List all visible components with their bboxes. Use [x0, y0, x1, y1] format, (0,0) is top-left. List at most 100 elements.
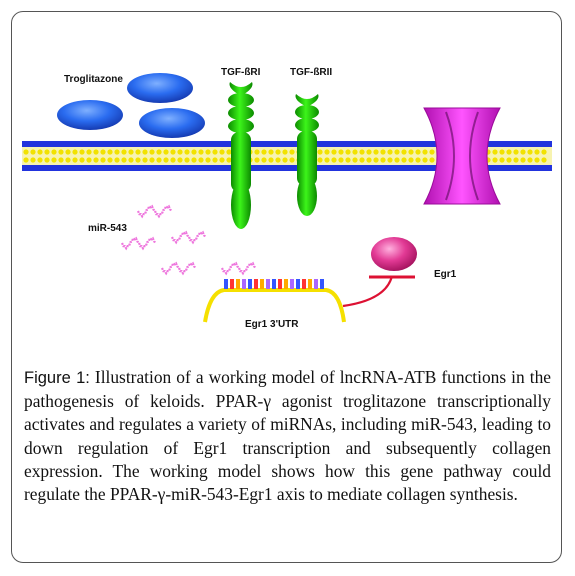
lipid-head — [422, 157, 428, 163]
lipid-head — [107, 157, 113, 163]
lipid-head — [282, 149, 288, 155]
lipid-head — [275, 149, 281, 155]
lipid-head — [261, 149, 267, 155]
channel-pore-left — [445, 111, 455, 201]
utr-base — [320, 279, 324, 289]
mir543-strand — [160, 261, 197, 276]
utr-base — [236, 279, 240, 289]
lipid-head — [135, 157, 141, 163]
utr-base — [302, 279, 306, 289]
lipid-head — [520, 149, 526, 155]
utr-base — [308, 279, 312, 289]
lipid-head — [254, 157, 260, 163]
lipid-head — [373, 157, 379, 163]
lipid-head — [23, 157, 29, 163]
membrane-top-layer — [22, 141, 552, 147]
lipid-head — [366, 157, 372, 163]
receptor-1-segment — [228, 119, 254, 133]
utr-base — [260, 279, 264, 289]
mir543-strand — [120, 236, 157, 251]
lipid-head — [387, 149, 393, 155]
lipid-head — [72, 157, 78, 163]
lipid-head — [289, 157, 295, 163]
mir543-strand — [220, 261, 257, 276]
inhibition-line — [342, 275, 394, 308]
utr-base — [242, 279, 246, 289]
lipid-head — [541, 149, 547, 155]
receptor-2-transmembrane — [297, 131, 317, 186]
lipid-head — [128, 157, 134, 163]
troglitazone-molecule — [127, 73, 193, 103]
lipid-head — [226, 149, 232, 155]
lipid-head — [429, 149, 435, 155]
lipid-head — [499, 149, 505, 155]
utr-base — [314, 279, 318, 289]
lipid-head — [156, 149, 162, 155]
receptor-1-kinase — [231, 181, 251, 229]
lipid-head — [352, 149, 358, 155]
receptor-1-transmembrane — [231, 132, 251, 192]
lipid-head — [100, 149, 106, 155]
lipid-head — [219, 149, 225, 155]
lipid-head — [58, 149, 64, 155]
lipid-head — [149, 149, 155, 155]
lipid-head — [142, 149, 148, 155]
pathway-diagram: Troglitazone TGF-ßRI TGF-ßRII miR-543 Eg… — [22, 67, 552, 330]
lipid-head — [359, 157, 365, 163]
lipid-head — [492, 157, 498, 163]
lipid-head — [275, 157, 281, 163]
lipid-head — [65, 149, 71, 155]
lipid-head — [415, 157, 421, 163]
label-tgf-receptor-2: TGF-ßRII — [290, 67, 332, 78]
lipid-head — [86, 157, 92, 163]
egr1-blob — [371, 237, 417, 271]
lipid-head — [128, 149, 134, 155]
lipid-head — [93, 149, 99, 155]
lipid-head — [177, 149, 183, 155]
utr-base — [224, 279, 228, 289]
lipid-head — [170, 157, 176, 163]
channel-body — [423, 107, 501, 205]
mir543-strand — [136, 204, 173, 219]
receptor-1-segment — [228, 93, 254, 107]
lipid-head — [324, 149, 330, 155]
lipid-head — [205, 149, 211, 155]
utr-base — [248, 279, 252, 289]
receptor-2-kinase — [297, 176, 317, 216]
lipid-head — [205, 157, 211, 163]
channel-pore-right — [469, 111, 479, 201]
lipid-head — [58, 157, 64, 163]
lipid-head — [37, 149, 43, 155]
lipid-head — [23, 149, 29, 155]
lipid-head — [30, 149, 36, 155]
lipid-head — [30, 157, 36, 163]
lipid-head — [331, 157, 337, 163]
lipid-head — [184, 149, 190, 155]
lipid-head — [513, 149, 519, 155]
figure-caption: Figure 1: Illustration of a working mode… — [24, 366, 551, 506]
lipid-head — [268, 149, 274, 155]
lipid-head — [429, 157, 435, 163]
lipid-head — [156, 157, 162, 163]
membrane-bottom-layer — [22, 165, 552, 171]
troglitazone-molecules — [57, 73, 205, 138]
lipid-head — [520, 157, 526, 163]
lipid-head — [380, 157, 386, 163]
lipid-head — [44, 157, 50, 163]
lipid-head — [506, 157, 512, 163]
lipid-head — [408, 149, 414, 155]
lipid-head — [359, 149, 365, 155]
lipid-head — [380, 149, 386, 155]
lipid-head — [324, 157, 330, 163]
utr-strand — [203, 288, 346, 323]
lipid-head — [415, 149, 421, 155]
lipid-head — [401, 157, 407, 163]
lipid-head — [394, 157, 400, 163]
utr-base — [278, 279, 282, 289]
lipid-head — [121, 149, 127, 155]
mir543-molecules — [120, 204, 257, 276]
lipid-head — [541, 157, 547, 163]
utr-base — [230, 279, 234, 289]
receptor-1-cap — [229, 82, 253, 96]
lipid-head — [338, 149, 344, 155]
